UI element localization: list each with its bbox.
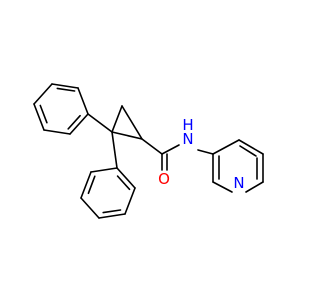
amide-group: [161, 144, 214, 171]
carbonyl-oxygen-label: O: [158, 170, 170, 188]
pyridine-nitrogen-label: N: [233, 174, 244, 192]
cyclopropane-core: [87, 105, 163, 169]
phenyl-ring-lower: [80, 167, 136, 219]
amide-nitrogen-label: N: [182, 130, 193, 148]
molecule-structure-diagram: O H N N: [33, 83, 264, 219]
amide-hydrogen-label: H: [182, 116, 193, 134]
pyridine-ring: [212, 139, 264, 193]
phenyl-ring-upper: [33, 83, 89, 135]
